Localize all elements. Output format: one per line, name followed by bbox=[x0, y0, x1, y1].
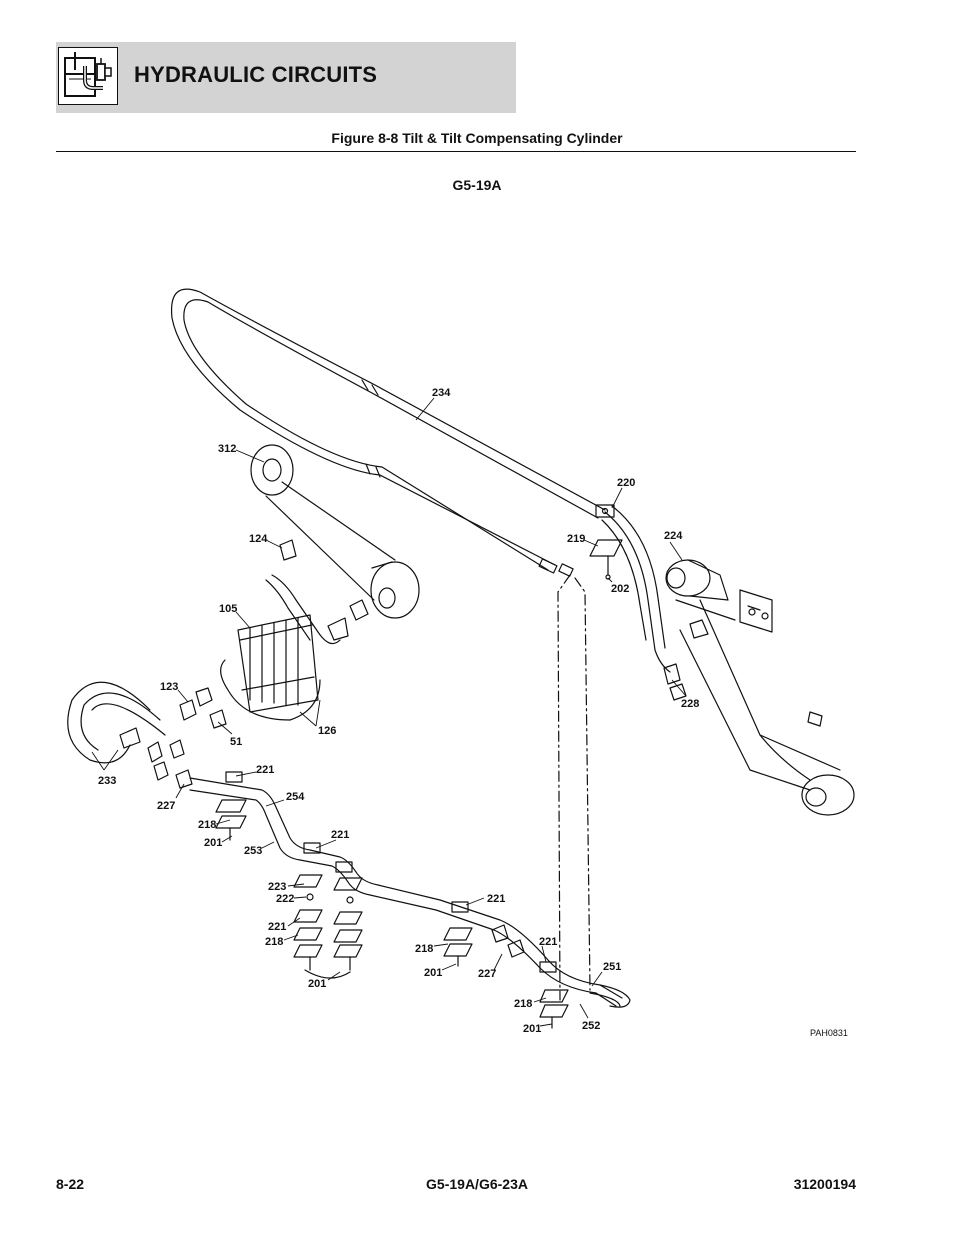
figure-title: Figure 8-8 Tilt & Tilt Compensating Cyli… bbox=[331, 130, 623, 146]
callout-218: 218 bbox=[265, 936, 283, 948]
callout-201: 201 bbox=[523, 1023, 541, 1035]
header-bar bbox=[56, 42, 516, 113]
callout-251: 251 bbox=[603, 961, 621, 973]
callout-105: 105 bbox=[219, 603, 237, 615]
hydraulic-reservoir-icon bbox=[58, 47, 118, 105]
callout-201: 201 bbox=[424, 967, 442, 979]
page-number: 8-22 bbox=[56, 1176, 85, 1192]
callout-218: 218 bbox=[415, 943, 433, 955]
model-label: G5-19A bbox=[452, 177, 502, 193]
callout-223: 223 bbox=[268, 881, 286, 893]
callout-221: 221 bbox=[256, 764, 274, 776]
callout-126: 126 bbox=[318, 725, 336, 737]
footer-models: G5-19A/G6-23A bbox=[426, 1176, 528, 1192]
callout-219: 219 bbox=[567, 533, 585, 545]
callout-233: 233 bbox=[98, 775, 116, 787]
callout-234: 234 bbox=[432, 387, 451, 399]
callout-221: 221 bbox=[487, 893, 505, 905]
callout-254: 254 bbox=[286, 791, 305, 803]
callout-123: 123 bbox=[160, 681, 178, 693]
title-rule bbox=[56, 151, 856, 152]
callout-222: 222 bbox=[276, 893, 294, 905]
callout-218: 218 bbox=[514, 998, 532, 1010]
callout-221: 221 bbox=[331, 829, 349, 841]
callout-227: 227 bbox=[478, 968, 496, 980]
section-title: HYDRAULIC CIRCUITS bbox=[134, 62, 378, 87]
callout-252: 252 bbox=[582, 1020, 600, 1032]
callout-51: 51 bbox=[230, 736, 242, 748]
document-number: 31200194 bbox=[793, 1176, 856, 1192]
callout-224: 224 bbox=[664, 530, 683, 542]
callout-218: 218 bbox=[198, 819, 216, 831]
callout-220: 220 bbox=[617, 477, 635, 489]
callout-221: 221 bbox=[268, 921, 286, 933]
callout-227: 227 bbox=[157, 800, 175, 812]
callout-253: 253 bbox=[244, 845, 262, 857]
callout-201: 201 bbox=[204, 837, 222, 849]
callout-202: 202 bbox=[611, 583, 629, 595]
callout-228: 228 bbox=[681, 698, 699, 710]
callout-312: 312 bbox=[218, 443, 236, 455]
callout-124: 124 bbox=[249, 533, 268, 545]
callout-201: 201 bbox=[308, 978, 326, 990]
callout-221: 221 bbox=[539, 936, 557, 948]
drawing-id: PAH0831 bbox=[810, 1028, 848, 1038]
